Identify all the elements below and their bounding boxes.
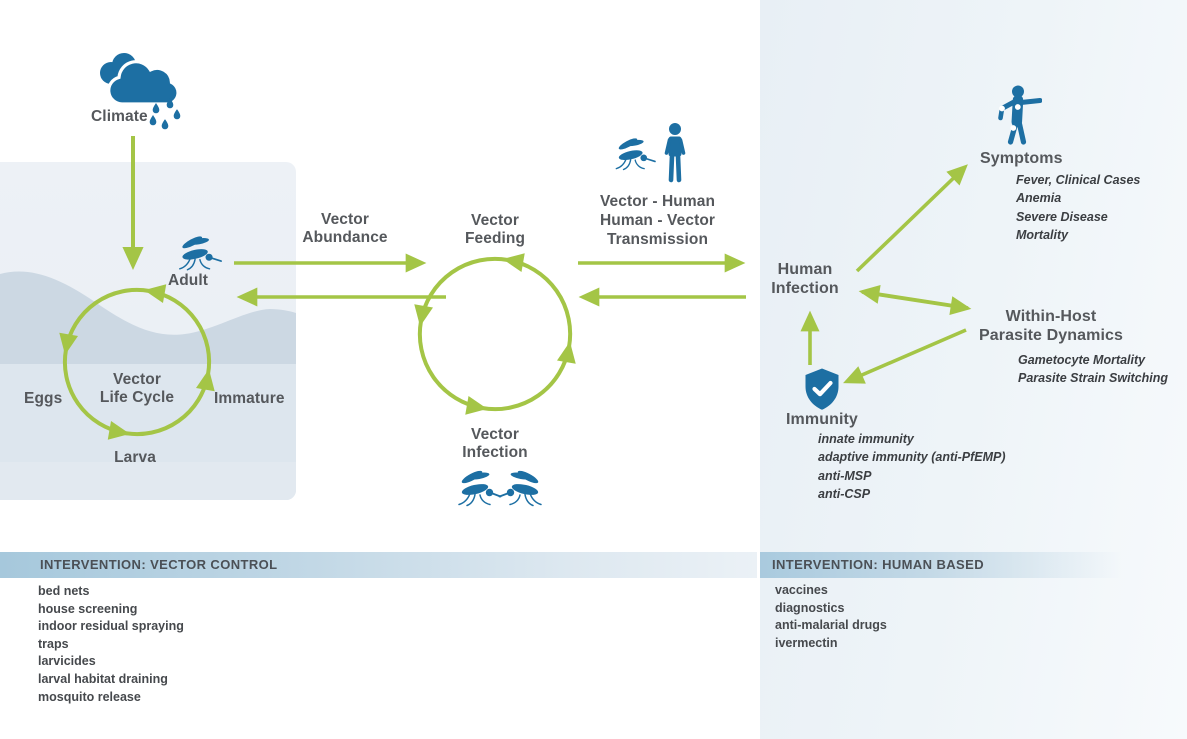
vector-abundance-line: Abundance [302, 229, 388, 246]
infection-to-withinhost-arrow [861, 290, 972, 316]
climate-cloud-rain-icon [100, 53, 181, 130]
human-based-bar [760, 552, 1122, 578]
mosquito-human-transmission-icon [615, 123, 686, 183]
vector-life-cycle-label: Vector Life Cycle [62, 371, 212, 407]
immunity-item: anti-CSP [818, 486, 871, 501]
person-figure [664, 123, 686, 183]
vector-control-title: INTERVENTION: VECTOR CONTROL [40, 557, 278, 572]
infection-to-symptoms-arrow [855, 164, 968, 273]
vector-control-item: larval habitat draining [38, 671, 168, 686]
mosquito-pair-icon [458, 467, 542, 507]
feeding-infection-cycle-circle [414, 253, 576, 415]
immunity-list: innate immunity adaptive immunity (anti-… [818, 430, 1006, 503]
climate-label: Climate [91, 108, 148, 125]
vector-control-item: larvicides [38, 654, 96, 669]
within-host-title-line: Parasite Dynamics [978, 327, 1123, 344]
immunity-item: innate immunity [818, 432, 914, 446]
symptoms-item: Severe Disease [1016, 209, 1108, 224]
human-based-item: vaccines [775, 583, 828, 597]
adult-label: Adult [167, 272, 209, 289]
immunity-shield-check-icon [805, 368, 839, 410]
vector-control-item: traps [38, 636, 69, 651]
vector-control-bar [0, 552, 757, 578]
symptoms-item: Anemia [1016, 191, 1062, 206]
immunity-item: adaptive immunity (anti-PfEMP) [818, 450, 1006, 465]
transmission-line: Vector - Human [599, 193, 716, 210]
human-side-panel [760, 0, 1187, 739]
within-host-item: Parasite Strain Switching [1018, 371, 1169, 386]
symptoms-list: Fever, Clinical Cases Anemia Severe Dise… [1016, 171, 1140, 244]
withinhost-to-immunity-arrow [843, 328, 967, 384]
vector-control-list: bed nets house screening indoor residual… [38, 583, 184, 706]
human-based-item: diagnostics [775, 600, 845, 615]
vector-control-item: indoor residual spraying [38, 619, 184, 634]
vector-feeding-label: Vector Feeding [440, 212, 550, 248]
symptoms-title: Symptoms [980, 150, 1063, 167]
vector-abundance-line: Vector [321, 211, 369, 228]
symptoms-item: Mortality [1016, 227, 1069, 242]
vector-abundance-label: Vector Abundance [290, 211, 400, 247]
within-host-list: Gametocyte Mortality Parasite Strain Swi… [1018, 351, 1168, 388]
eggs-label: Eggs [24, 390, 63, 407]
symptoms-item: Fever, Clinical Cases [1016, 173, 1141, 187]
within-host-title: Within-Host Parasite Dynamics [958, 307, 1144, 345]
vector-feeding-line: Vector [471, 212, 519, 229]
within-host-title-line: Within-Host [1005, 308, 1097, 325]
vector-control-item: house screening [38, 601, 138, 616]
vector-life-cycle-circle [59, 284, 215, 440]
adult-mosquito-icon [179, 236, 222, 271]
transmission-line: Transmission [606, 231, 709, 248]
vector-infection-line: Infection [462, 444, 528, 461]
immunity-item: anti-MSP [818, 468, 872, 483]
immunity-title: Immunity [786, 411, 858, 428]
vector-control-item: bed nets [38, 584, 90, 598]
vector-life-cycle-line: Vector [113, 371, 161, 388]
immature-label: Immature [214, 390, 285, 407]
vector-feeding-line: Feeding [464, 230, 526, 247]
larva-label: Larva [114, 449, 156, 466]
human-infection-line: Human [777, 261, 833, 278]
transmission-label: Vector - Human Human - Vector Transmissi… [595, 192, 720, 249]
symptoms-person-icon [998, 85, 1042, 145]
human-based-list: vaccines diagnostics anti-malarial drugs… [775, 582, 887, 652]
human-infection-line: Infection [771, 280, 839, 297]
vector-infection-line: Vector [471, 426, 519, 443]
human-based-title: INTERVENTION: HUMAN BASED [772, 557, 984, 572]
human-based-item: anti-malarial drugs [775, 618, 887, 633]
within-host-item: Gametocyte Mortality [1018, 353, 1146, 367]
transmission-line: Human - Vector [599, 212, 716, 229]
human-infection-label: Human Infection [755, 260, 855, 298]
vector-control-item: mosquito release [38, 689, 141, 704]
vector-life-cycle-line: Life Cycle [99, 389, 175, 406]
human-based-item: ivermectin [775, 635, 838, 650]
vector-infection-label: Vector Infection [440, 426, 550, 462]
